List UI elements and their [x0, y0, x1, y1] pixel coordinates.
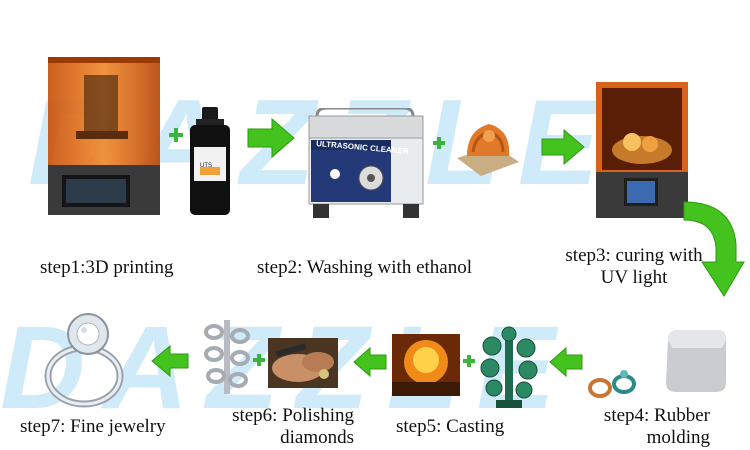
ultrasonic-cleaner-image [308, 108, 424, 218]
step3-label: step3: curing with UV light [548, 245, 720, 289]
polishing-photo-image [268, 338, 338, 388]
step2-label: step2: Washing with ethanol [257, 257, 473, 278]
casting-furnace-image [392, 334, 460, 396]
step5-label: step5: Casting [396, 416, 505, 437]
step6-label-line2: diamonds [280, 427, 354, 448]
step6-label: step6: Polishing diamonds [196, 405, 354, 449]
printed-model-image [457, 124, 519, 176]
plus-icon [253, 354, 265, 366]
silver-cast-tree-image [204, 320, 250, 394]
step4-label: step4: Rubber molding [566, 405, 710, 449]
curved-arrow-down-icon [683, 201, 745, 297]
rubber-mold-image [666, 330, 726, 392]
diamond-ring-image [44, 313, 124, 408]
step6-label-line1: step6: Polishing [232, 405, 354, 426]
arrow-right-icon [247, 117, 295, 159]
wax-tree-image [480, 326, 538, 408]
arrow-left-icon [353, 346, 387, 378]
step1-label: step1:3D printing [40, 257, 174, 278]
resin-bottle-image [190, 107, 230, 215]
arrow-left-icon [151, 344, 189, 378]
bottle-label: UTS [200, 163, 212, 169]
arrow-right-icon [541, 128, 585, 166]
step7-label: step7: Fine jewelry [20, 416, 166, 437]
step4-label-line1: step4: Rubber [603, 405, 710, 426]
3d-printer-image [48, 57, 160, 215]
plus-icon [463, 355, 475, 367]
arrow-left-icon [549, 346, 583, 378]
plus-icon [169, 128, 183, 142]
step3-label-line2: UV light [600, 267, 668, 288]
wax-rings-image [588, 370, 636, 398]
uv-curing-station-image [596, 82, 688, 218]
step4-label-line2: molding [646, 427, 710, 448]
step3-label-line1: step3: curing with [565, 245, 703, 266]
plus-icon [433, 137, 445, 149]
